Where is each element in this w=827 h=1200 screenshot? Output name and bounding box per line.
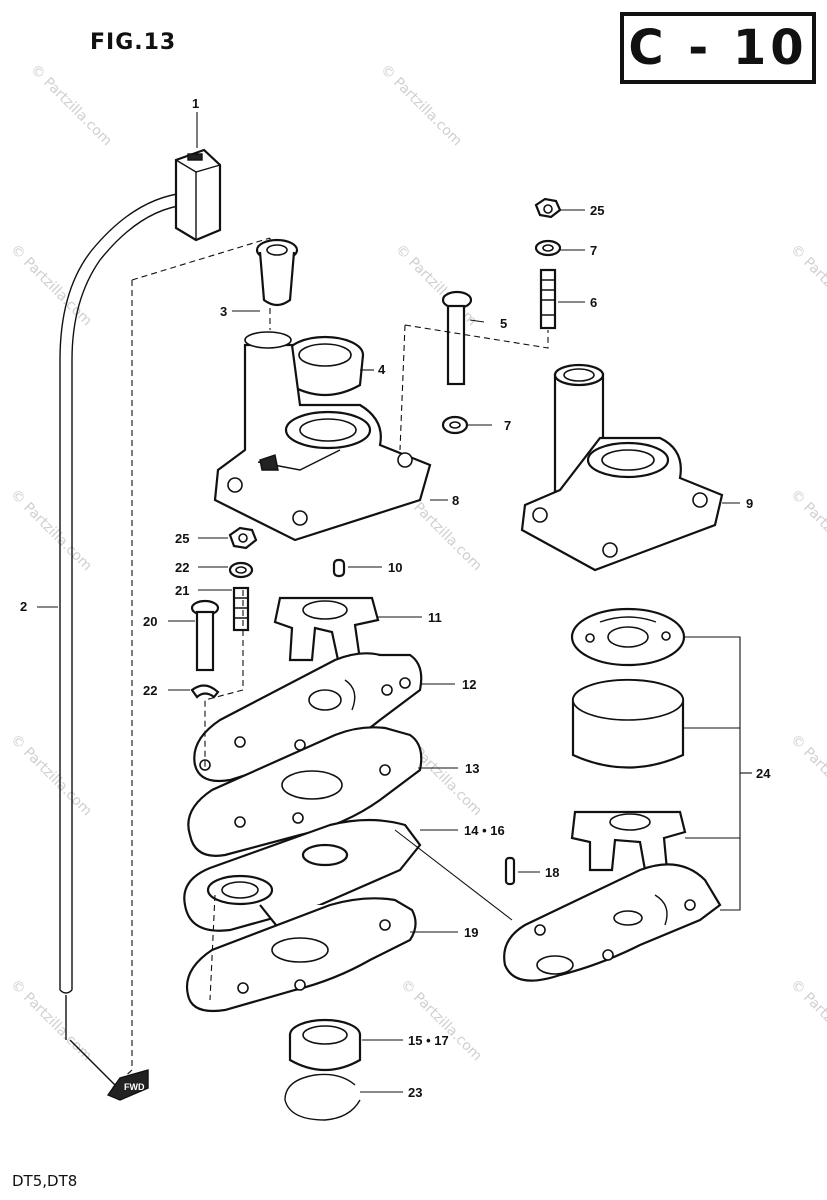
watermark-5: © Partzilla.com — [787, 242, 827, 330]
forward-arrow-label: FWD — [124, 1082, 145, 1092]
callout-15-17: 15 • 17 — [408, 1033, 449, 1048]
callout-22-upper: 22 — [175, 560, 189, 575]
callout-7-upper: 7 — [590, 243, 597, 258]
callout-20: 20 — [143, 614, 157, 629]
callout-14-16: 14 • 16 — [464, 823, 505, 838]
watermark-11: © Partzilla.com — [787, 732, 827, 820]
small-grommet — [255, 238, 299, 307]
watermark-8: © Partzilla.com — [787, 487, 827, 575]
stud-21 — [232, 586, 250, 632]
water-tube — [59, 192, 271, 1091]
key-10 — [332, 558, 346, 578]
watermark-14: © Partzilla.com — [787, 977, 827, 1065]
stud-6 — [539, 268, 557, 330]
watermark-2: © Partzilla.com — [27, 62, 115, 150]
watermark-1: © Partzilla.com — [377, 62, 465, 150]
washer-22-upper — [228, 561, 254, 579]
lock-washer-7-upper — [534, 239, 562, 257]
callout-10: 10 — [388, 560, 402, 575]
pump-case-alternate — [520, 363, 724, 572]
callout-6: 6 — [590, 295, 597, 310]
plate-12 — [193, 652, 423, 783]
callout-18: 18 — [545, 865, 559, 880]
callout-labels: 1 2 3 4 5 6 7 7 8 9 10 11 12 13 14 • 16 … — [20, 96, 771, 1100]
callout-9: 9 — [746, 496, 753, 511]
washer-22-lower — [190, 684, 220, 699]
watermark-6: © Partzilla.com — [7, 487, 95, 575]
leader-14-16-to-plate — [394, 829, 513, 921]
callout-13: 13 — [465, 761, 479, 776]
callout-7-lower: 7 — [504, 418, 511, 433]
assembly-line-8 — [399, 324, 406, 451]
seal-housing — [285, 335, 365, 396]
nut-25-upper — [534, 197, 562, 219]
callout-21: 21 — [175, 583, 189, 598]
pin-18 — [504, 856, 516, 886]
callout-1: 1 — [192, 96, 199, 111]
pump-case-upper — [213, 331, 432, 542]
repair-kit-24 — [503, 607, 752, 982]
callout-8: 8 — [452, 493, 459, 508]
callout-3: 3 — [220, 304, 227, 319]
callout-19: 19 — [464, 925, 478, 940]
callout-5: 5 — [500, 316, 507, 331]
nut-25-lower — [228, 526, 258, 550]
callout-25-upper: 25 — [590, 203, 604, 218]
assembly-line-5-6 — [404, 324, 549, 349]
callout-24: 24 — [756, 766, 771, 781]
section-code: C - 10 — [628, 20, 808, 76]
watermark-9: © Partzilla.com — [7, 732, 95, 820]
watermark-13: © Partzilla.com — [397, 977, 485, 1065]
bolt-20 — [190, 599, 220, 672]
assembly-line-19 — [209, 894, 216, 1001]
figure-title: FIG.13 — [90, 30, 177, 55]
callout-22-lower: 22 — [143, 683, 157, 698]
bolt-5 — [441, 290, 485, 386]
assembly-line-21 — [204, 590, 244, 770]
circlip-23 — [284, 1073, 361, 1121]
model-list: DT5,DT8 — [12, 1172, 78, 1190]
gasket-13 — [187, 726, 423, 857]
watermark-4: © Partzilla.com — [392, 242, 480, 330]
section-code-box: C - 10 — [620, 12, 816, 84]
lock-washer-7-lower — [441, 415, 469, 435]
impeller-11 — [273, 596, 380, 662]
callout-12: 12 — [462, 677, 476, 692]
callout-2: 2 — [20, 599, 27, 614]
bearing-15-17 — [288, 1018, 362, 1071]
watermark-3: © Partzilla.com — [7, 242, 95, 330]
forward-arrow: FWD — [106, 1069, 149, 1101]
callout-23: 23 — [408, 1085, 422, 1100]
grommet — [174, 148, 222, 242]
callout-4: 4 — [378, 362, 386, 377]
leader-lines — [37, 112, 740, 1093]
callout-25-lower: 25 — [175, 531, 189, 546]
callout-11: 11 — [428, 610, 442, 625]
